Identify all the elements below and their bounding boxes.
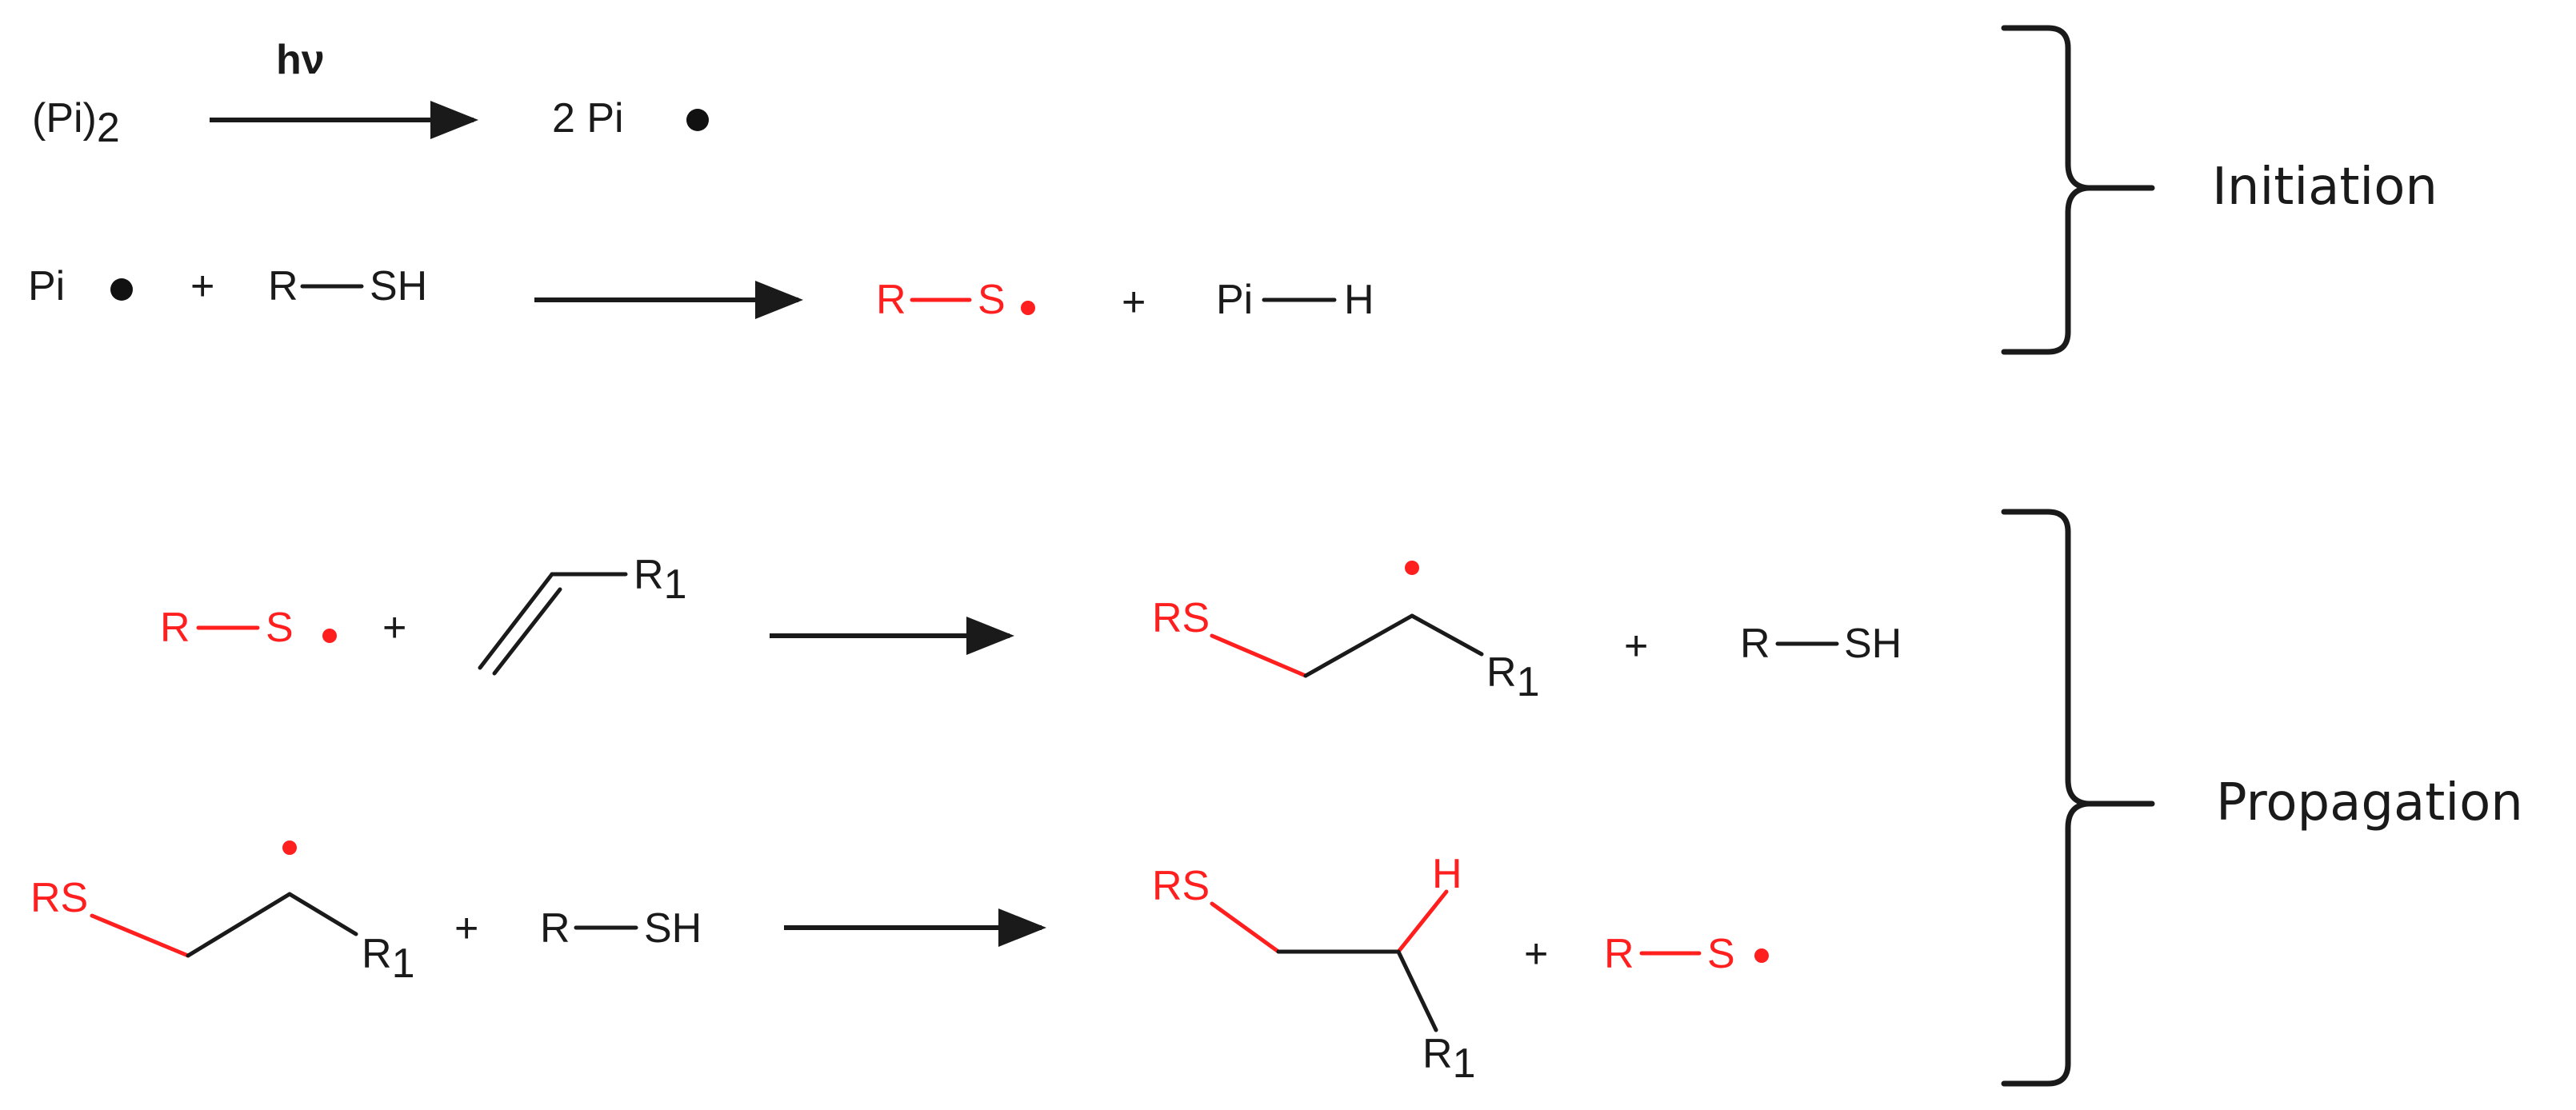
initiation-reaction-1: (Pi)2 hν 2 Pi — [32, 37, 709, 151]
r1-label: R1 — [362, 931, 414, 987]
radical-dot — [1021, 301, 1035, 315]
initiation-brace — [2001, 25, 2155, 355]
thiyl-s-label: S — [978, 277, 1006, 323]
pi-label: Pi — [28, 263, 65, 309]
propagation-reaction-1: R S + R1 RS R1 + R SH — [160, 552, 1902, 705]
radical-dot — [110, 278, 133, 301]
propagation-brace — [2001, 509, 2155, 1087]
radical-dot — [322, 629, 337, 643]
r1-label: R1 — [1486, 649, 1539, 705]
pi-dimer-label: (Pi)2 — [32, 95, 120, 151]
two-pi-label: 2 Pi — [552, 95, 624, 142]
pi-h-h-label: H — [1344, 277, 1374, 323]
plus-sign: + — [1624, 623, 1648, 669]
bond-line — [1396, 949, 1438, 1032]
plus-sign: + — [454, 905, 478, 952]
radical-dot — [1405, 561, 1419, 575]
adduct-rs-label: RS — [1152, 595, 1210, 641]
bond-line — [1210, 633, 1308, 678]
bond-line — [186, 892, 292, 958]
bond-line — [1210, 901, 1281, 954]
bond-line — [90, 913, 190, 958]
bond-line — [1410, 613, 1484, 657]
bond-line — [287, 892, 358, 936]
product-h-label: H — [1432, 851, 1462, 897]
thiyl-r-label: R — [876, 277, 906, 323]
pi-h-pi-label: Pi — [1216, 277, 1253, 323]
plus-sign: + — [382, 605, 406, 651]
thiyl-s-label: S — [266, 605, 294, 651]
plus-sign: + — [1122, 279, 1146, 325]
thiyl-r-label: R — [1604, 931, 1634, 977]
thiyl-r-label: R — [160, 605, 190, 651]
thiol-sh-label: SH — [1844, 621, 1902, 667]
hv-label: hν — [276, 37, 325, 83]
bond-line — [1303, 613, 1414, 678]
initiation-label: Initiation — [2212, 158, 2438, 217]
plus-sign: + — [1524, 931, 1548, 977]
radical-dot — [686, 109, 709, 131]
thiol-sh-label: SH — [370, 263, 427, 309]
bond-line — [1396, 889, 1449, 954]
adduct-rs-label: RS — [30, 875, 88, 921]
thiol-r-label: R — [1740, 621, 1770, 667]
thiol-r-label: R — [540, 905, 570, 952]
radical-dot — [282, 840, 297, 855]
alkene-double-bond-inner — [492, 587, 562, 676]
thiol-sh-label: SH — [644, 905, 702, 952]
alkene-double-bond — [478, 572, 554, 670]
propagation-label: Propagation — [2216, 773, 2523, 832]
radical-dot — [1754, 948, 1769, 963]
product-rs-label: RS — [1152, 863, 1210, 909]
propagation-reaction-2: RS R1 + R SH RS H R1 + R S — [30, 840, 1769, 1087]
thiyl-s-label: S — [1707, 931, 1735, 977]
thiol-r-label: R — [268, 263, 298, 309]
plus-sign: + — [190, 263, 214, 309]
r1-label: R1 — [1422, 1031, 1475, 1087]
r1-label: R1 — [634, 552, 686, 608]
initiation-reaction-2: Pi + R SH R S + Pi H — [28, 263, 1374, 325]
